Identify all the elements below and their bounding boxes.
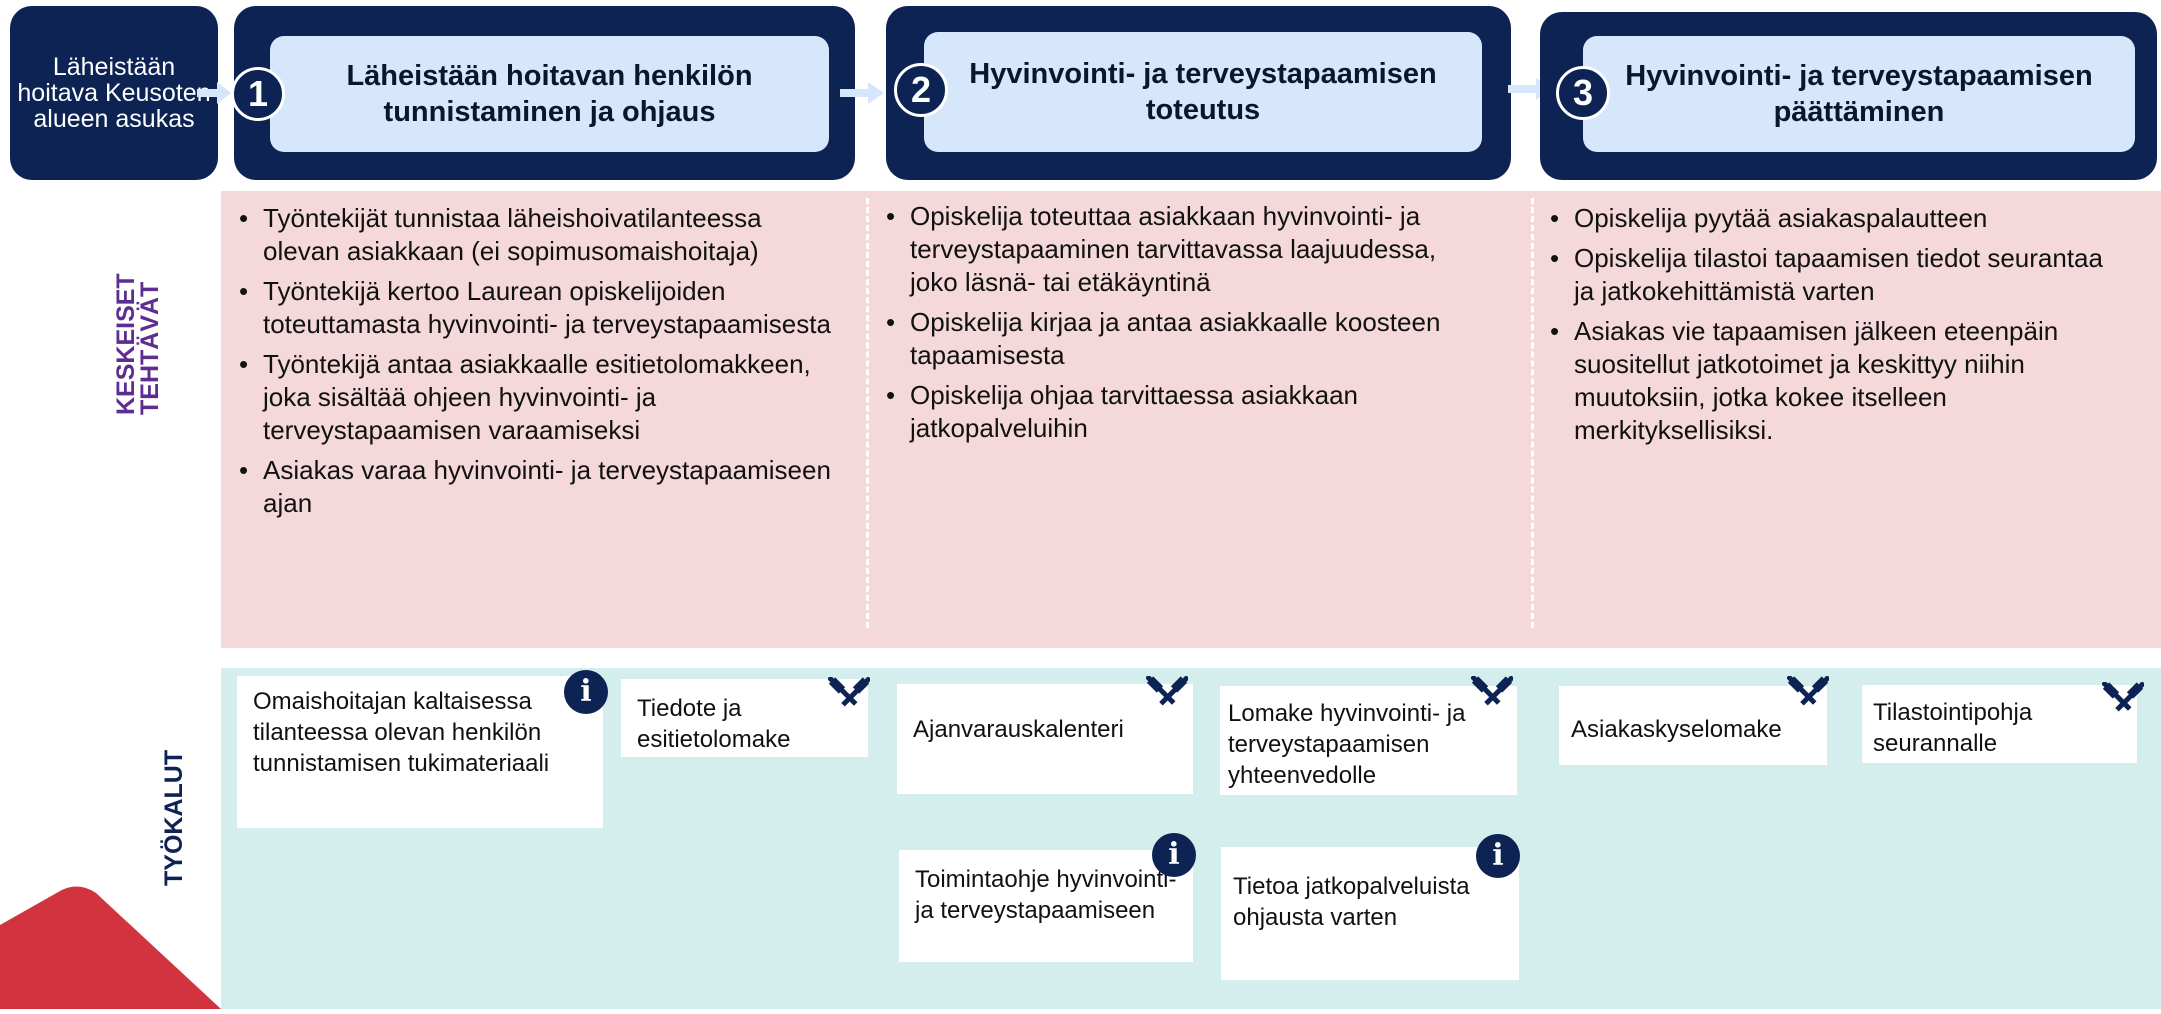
hammers-icon[interactable]: [1470, 674, 1515, 718]
tool-card-text: Tiedote ja esitietolomake: [637, 695, 791, 753]
phase-2-number: 2: [894, 63, 948, 117]
start-label: Läheistään hoitava Keusoten alueen asuka…: [17, 53, 211, 133]
tool-card-bulletin-form[interactable]: Tiedote ja esitietolomake: [621, 679, 868, 757]
tasks-label: KESKEISET TEHTÄVÄT: [112, 273, 174, 415]
task-item: Opiskelija toteuttaa asiakkaan hyvinvoin…: [883, 200, 1483, 299]
tasks-column-2: Opiskelija toteuttaa asiakkaan hyvinvoin…: [883, 200, 1483, 452]
tool-card-text: Tilastointipohja seurannalle: [1873, 699, 2033, 757]
arrow-1-2: [840, 80, 886, 106]
task-item: Asiakas vie tapaamisen jälkeen eteenpäin…: [1547, 315, 2107, 447]
hammers-icon[interactable]: [827, 675, 872, 719]
tasks-divider-1: [866, 198, 869, 628]
tasks-divider-2: [1531, 198, 1534, 628]
tools-label: TYÖKALUT: [160, 749, 188, 886]
tasks-label-line2: TEHTÄVÄT: [136, 281, 164, 415]
tool-card-statistics-template[interactable]: Tilastointipohja seurannalle: [1862, 685, 2137, 763]
tool-card-instructions[interactable]: Toimintaohje hyvinvointi- ja terveystapa…: [899, 850, 1193, 962]
corner-decoration: [0, 885, 221, 1009]
info-icon[interactable]: i: [1152, 833, 1196, 877]
phase-1-title: Läheistään hoitavan henkilön tunnistamin…: [346, 60, 753, 128]
task-item: Työntekijät tunnistaa läheishoivatilante…: [236, 202, 836, 268]
tool-card-text: Toimintaohje hyvinvointi- ja terveystapa…: [915, 866, 1177, 924]
task-item: Asiakas varaa hyvinvointi- ja terveystap…: [236, 454, 836, 520]
start-box: Läheistään hoitava Keusoten alueen asuka…: [10, 6, 218, 180]
tool-card-identification-material[interactable]: Omaishoitajan kaltaisessa tilanteessa ol…: [237, 676, 603, 828]
tasks-column-3: Opiskelija pyytää asiakaspalautteen Opis…: [1547, 202, 2107, 454]
info-icon[interactable]: i: [1476, 834, 1520, 878]
phase-1-title-box: Läheistään hoitavan henkilön tunnistamin…: [270, 36, 829, 152]
task-item: Työntekijä kertoo Laurean opiskelijoiden…: [236, 275, 836, 341]
phase-3-title-box: Hyvinvointi- ja terveystapaamisen päättä…: [1583, 36, 2135, 152]
hammers-icon[interactable]: [2101, 680, 2146, 724]
task-item: Opiskelija ohjaa tarvittaessa asiakkaan …: [883, 379, 1483, 445]
hammers-icon[interactable]: [1786, 674, 1831, 718]
task-item: Opiskelija tilastoi tapaamisen tiedot se…: [1547, 242, 2107, 308]
phase-3-number: 3: [1556, 66, 1610, 120]
task-item: Opiskelija pyytää asiakaspalautteen: [1547, 202, 2107, 235]
tasks-label-line1: KESKEISET: [112, 273, 140, 415]
hammers-icon[interactable]: [1145, 674, 1190, 718]
tool-card-text: Tietoa jatkopalveluista ohjausta varten: [1233, 873, 1470, 931]
arrow-start: [197, 80, 233, 106]
phase-3-title: Hyvinvointi- ja terveystapaamisen päättä…: [1625, 60, 2093, 128]
phase-2-title-box: Hyvinvointi- ja terveystapaamisen toteut…: [924, 32, 1482, 152]
info-icon[interactable]: i: [564, 670, 608, 714]
tool-card-text: Asiakaskyselomake: [1571, 716, 1782, 743]
tool-card-booking-calendar[interactable]: Ajanvarauskalenteri: [897, 684, 1193, 794]
task-item: Opiskelija kirjaa ja antaa asiakkaalle k…: [883, 306, 1483, 372]
tool-card-customer-survey[interactable]: Asiakaskyselomake: [1559, 686, 1827, 765]
task-item: Työntekijä antaa asiakkaalle esitietolom…: [236, 348, 836, 447]
tool-card-followup-services[interactable]: Tietoa jatkopalveluista ohjausta varten: [1221, 847, 1519, 980]
phase-2-title: Hyvinvointi- ja terveystapaamisen toteut…: [969, 58, 1437, 126]
tool-card-summary-form[interactable]: Lomake hyvinvointi- ja terveystapaamisen…: [1220, 686, 1517, 795]
tool-card-text: Ajanvarauskalenteri: [913, 716, 1124, 743]
tool-card-text: Lomake hyvinvointi- ja terveystapaamisen…: [1228, 700, 1466, 789]
phase-1-number: 1: [231, 67, 285, 121]
tasks-column-1: Työntekijät tunnistaa läheishoivatilante…: [236, 202, 836, 527]
tool-card-text: Omaishoitajan kaltaisessa tilanteessa ol…: [253, 688, 550, 777]
